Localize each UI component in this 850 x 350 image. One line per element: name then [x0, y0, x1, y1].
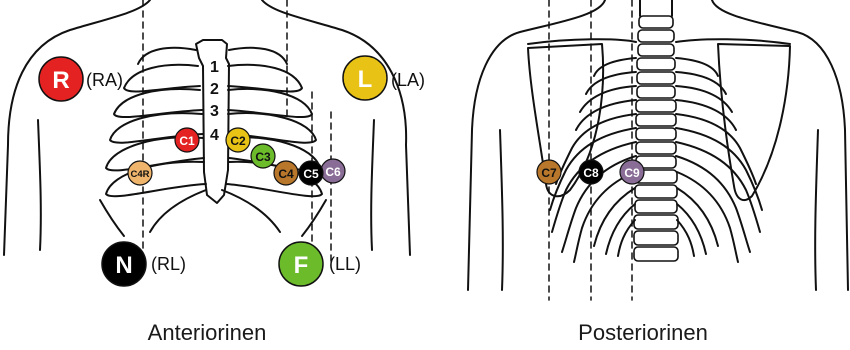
intercostal-number-4: 4 — [210, 127, 219, 144]
electrode-C5-label: C5 — [303, 167, 319, 181]
electrode-C7: C7 — [537, 160, 561, 184]
electrode-C2-label: C2 — [230, 134, 246, 148]
electrode-C3: C3 — [251, 144, 275, 168]
posterior-torso — [468, 0, 848, 300]
limb-electrode-F: F (LL) — [279, 242, 361, 286]
electrode-R-tag: (RA) — [86, 70, 123, 90]
electrode-C9: C9 — [620, 160, 644, 184]
electrode-C9-label: C9 — [624, 166, 640, 180]
electrode-N-letter: N — [115, 252, 132, 279]
electrode-C4R-label: C4R — [130, 169, 149, 180]
electrode-C5: C5 — [299, 161, 323, 185]
electrode-L-letter: L — [358, 66, 373, 93]
electrode-F-letter: F — [294, 252, 309, 279]
electrode-C3-label: C3 — [255, 150, 271, 164]
electrode-C6-label: C6 — [325, 165, 341, 179]
limb-electrode-R: R (RA) — [39, 57, 123, 101]
electrode-C1-label: C1 — [179, 134, 195, 148]
electrode-C8: C8 — [579, 160, 603, 184]
electrode-C6: C6 — [321, 159, 345, 183]
limb-electrode-L: L (LA) — [343, 56, 425, 100]
posterior-caption: Posteriorinen — [578, 320, 708, 345]
intercostal-number-2: 2 — [210, 81, 219, 98]
limb-electrode-N: N (RL) — [102, 242, 186, 286]
electrode-R-letter: R — [52, 67, 69, 94]
electrode-C7-label: C7 — [541, 166, 557, 180]
electrode-C1: C1 — [175, 128, 199, 152]
anterior-torso — [4, 0, 410, 262]
electrode-C2: C2 — [226, 128, 250, 152]
electrode-N-tag: (RL) — [151, 254, 186, 274]
intercostal-number-1: 1 — [210, 59, 219, 76]
electrode-C4: C4 — [274, 161, 298, 185]
intercostal-numbers: 1 2 3 4 — [210, 59, 219, 144]
intercostal-number-3: 3 — [210, 103, 219, 120]
electrode-C4R: C4R — [128, 161, 152, 185]
electrode-C4-label: C4 — [278, 167, 294, 181]
electrode-C8-label: C8 — [583, 166, 599, 180]
electrode-F-tag: (LL) — [329, 254, 361, 274]
electrode-L-tag: (LA) — [391, 70, 425, 90]
anterior-caption: Anteriorinen — [148, 320, 267, 345]
